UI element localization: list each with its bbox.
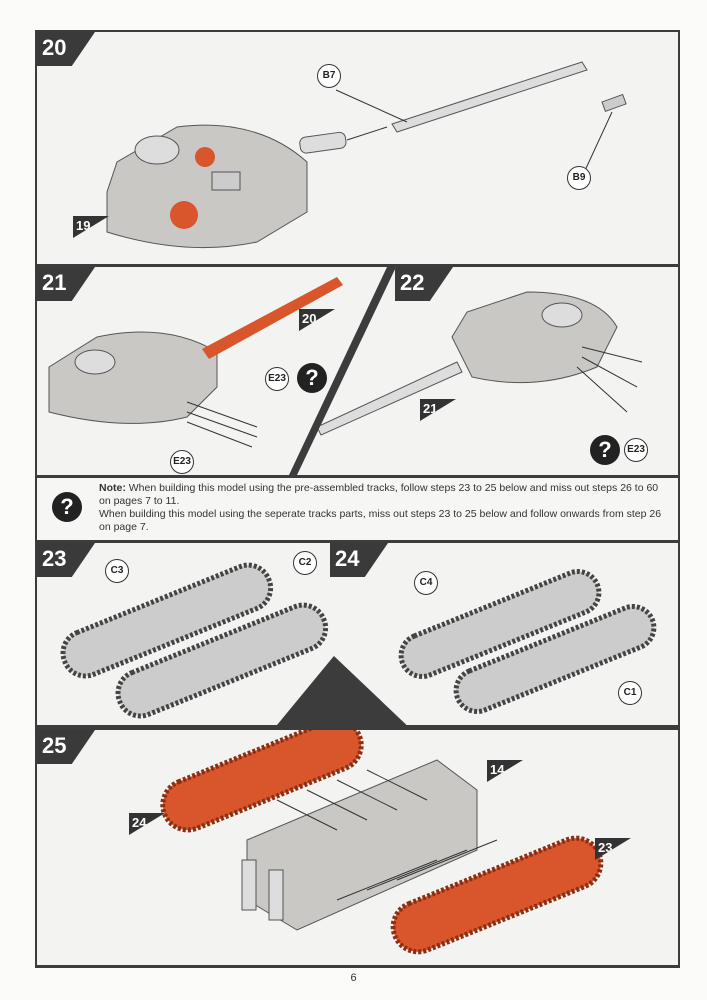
note-text: Note: When building this model using the…	[99, 482, 669, 534]
note-label: Note:	[99, 482, 126, 494]
callout-e23: E23	[170, 450, 194, 474]
step-21-panel: 21 20 E23 E23 ?	[37, 267, 387, 475]
turret-illustration	[48, 277, 343, 448]
step-25-panel: 25 24 14 23	[37, 730, 678, 965]
tracks-illustration	[60, 562, 329, 719]
step-20-panel: 20 B7 B9 19	[37, 32, 678, 264]
step-22-panel: 22 21 ? E23	[297, 267, 678, 475]
note-box: ? Note: When building this model using t…	[37, 478, 678, 540]
callout-e23: E23	[265, 367, 289, 391]
callout-b9: B9	[567, 166, 591, 190]
note-line-1: When building this model using the pre-a…	[99, 482, 659, 507]
step-23-panel: 23 C3 C2	[37, 543, 337, 725]
hull-tracks-illustration	[160, 730, 604, 955]
callout-b7: B7	[317, 64, 341, 88]
help-icon: ?	[590, 435, 620, 465]
turret-illustration	[316, 291, 643, 436]
callout-e23: E23	[624, 438, 648, 462]
note-line-2: When building this model using the seper…	[99, 508, 662, 533]
help-icon: ?	[297, 363, 327, 393]
callout-c2: C2	[293, 551, 317, 575]
tracks-illustration	[398, 569, 657, 714]
step-24-panel: 24 C4 C1	[330, 543, 678, 725]
help-icon: ?	[52, 492, 82, 522]
callout-c1: C1	[618, 681, 642, 705]
page-number: 6	[350, 972, 357, 984]
callout-c4: C4	[414, 571, 438, 595]
turret-gun-illustration	[106, 61, 627, 249]
callout-c3: C3	[105, 559, 129, 583]
